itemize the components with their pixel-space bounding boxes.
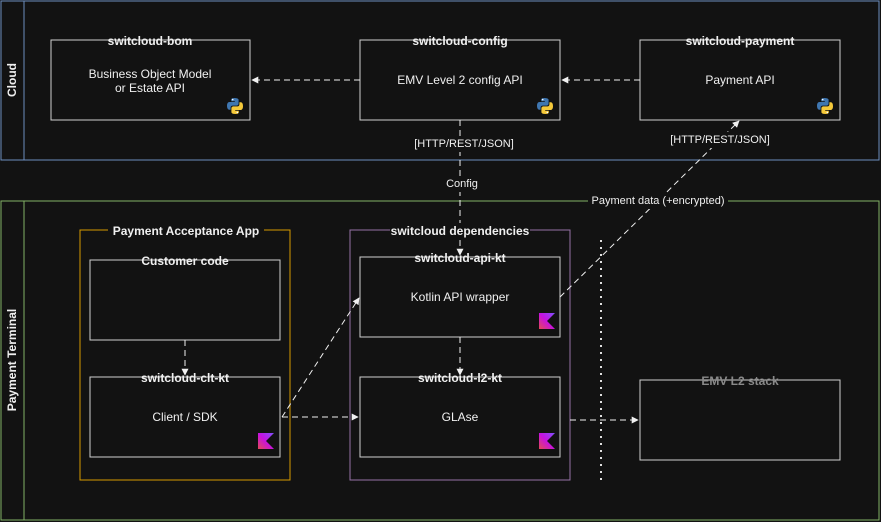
deps-title: switcloud dependencies bbox=[390, 224, 530, 238]
payment-body: Payment API bbox=[705, 73, 775, 87]
emv-title: EMV L2 stack bbox=[701, 374, 779, 388]
kotlin-icon bbox=[539, 313, 555, 329]
terminal-lane-title: Payment Terminal bbox=[5, 308, 19, 412]
bom-box[interactable] bbox=[50, 39, 251, 121]
clt-body: Client / SDK bbox=[152, 410, 218, 424]
bom-title: switcloud-bom bbox=[107, 34, 193, 48]
python-icon bbox=[537, 98, 553, 114]
config-label-bg bbox=[443, 176, 481, 192]
apikt-body: Kotlin API wrapper bbox=[410, 290, 510, 304]
payment-data-label: Payment data (+encrypted) bbox=[591, 195, 725, 207]
l2kt-box[interactable] bbox=[359, 376, 561, 458]
http-left-label-bg bbox=[412, 136, 516, 152]
http-left-label: [HTTP/REST/JSON] bbox=[414, 138, 514, 150]
bom-body-line1: Business Object Model bbox=[88, 67, 212, 81]
app-title: Payment Acceptance App bbox=[112, 224, 260, 238]
http-right-label: [HTTP/REST/JSON] bbox=[670, 134, 770, 146]
customer-box[interactable] bbox=[89, 259, 281, 341]
payment-title: switcloud-payment bbox=[685, 34, 795, 48]
bom-body-line2: or Estate API bbox=[114, 81, 186, 95]
kotlin-icon bbox=[539, 433, 555, 449]
http-right-label-bg bbox=[668, 132, 772, 148]
app-title-bg bbox=[108, 223, 264, 238]
kotlin-icon bbox=[258, 433, 274, 449]
customer-title: Customer code bbox=[141, 254, 229, 268]
l2kt-title: switcloud-l2-kt bbox=[417, 371, 503, 385]
python-icon bbox=[227, 98, 243, 114]
config-body: EMV Level 2 config API bbox=[397, 73, 523, 87]
config-title: switcloud-config bbox=[412, 34, 508, 48]
deps-container[interactable] bbox=[349, 229, 571, 481]
payment-data-label-bg bbox=[588, 193, 728, 209]
config-edge-label: Config bbox=[446, 178, 478, 190]
cloud-lane bbox=[0, 0, 880, 161]
l2kt-body: GLAse bbox=[441, 410, 479, 424]
clt-box[interactable] bbox=[89, 376, 281, 458]
clt-title: switcloud-clt-kt bbox=[140, 371, 230, 385]
python-icon bbox=[817, 98, 833, 114]
cloud-lane-title: Cloud bbox=[5, 63, 19, 97]
apikt-title: switcloud-api-kt bbox=[414, 251, 506, 265]
edge-clt-to-apikt bbox=[281, 297, 360, 418]
emv-box[interactable] bbox=[639, 379, 841, 461]
deps-title-bg bbox=[390, 223, 530, 238]
terminal-lane bbox=[0, 200, 880, 521]
